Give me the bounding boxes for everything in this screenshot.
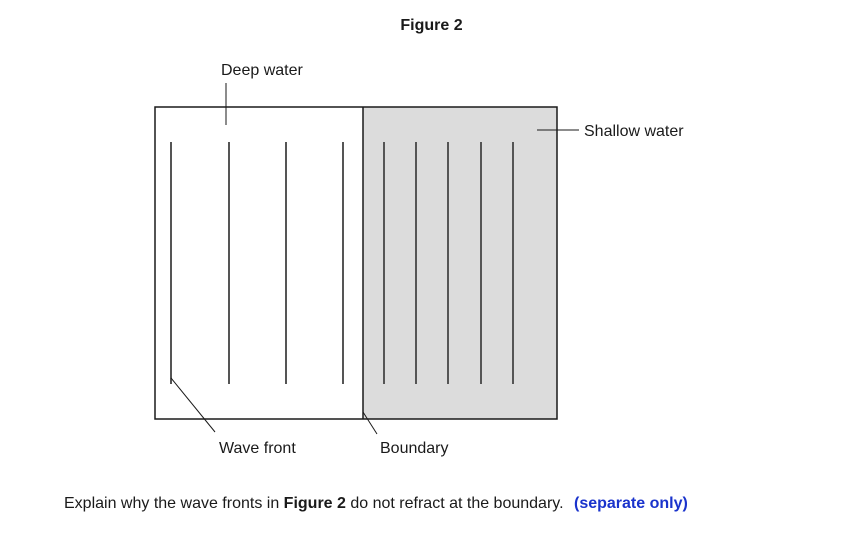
deep-water-label: Deep water bbox=[221, 62, 303, 79]
shallow-water-wavefronts bbox=[383, 142, 514, 384]
figure-title: Figure 2 bbox=[400, 17, 463, 34]
tank-outline bbox=[154, 106, 558, 420]
wave-front-label: Wave front bbox=[219, 440, 296, 457]
question-text-before: Explain why the wave fronts in bbox=[64, 495, 280, 512]
shallow-water-label: Shallow water bbox=[584, 123, 684, 140]
shallow-water-region bbox=[363, 107, 557, 419]
deep-water-wavefronts bbox=[170, 142, 344, 384]
question-text-after: do not refract at the boundary. bbox=[350, 495, 564, 512]
boundary-leader bbox=[362, 411, 378, 435]
question-text: Explain why the wave fronts in Figure 2 … bbox=[64, 495, 688, 513]
separate-only-tag: (separate only) bbox=[573, 495, 688, 512]
wave-front-leader bbox=[170, 377, 216, 433]
question-figure-ref: Figure 2 bbox=[283, 495, 346, 512]
boundary-label: Boundary bbox=[380, 440, 449, 457]
